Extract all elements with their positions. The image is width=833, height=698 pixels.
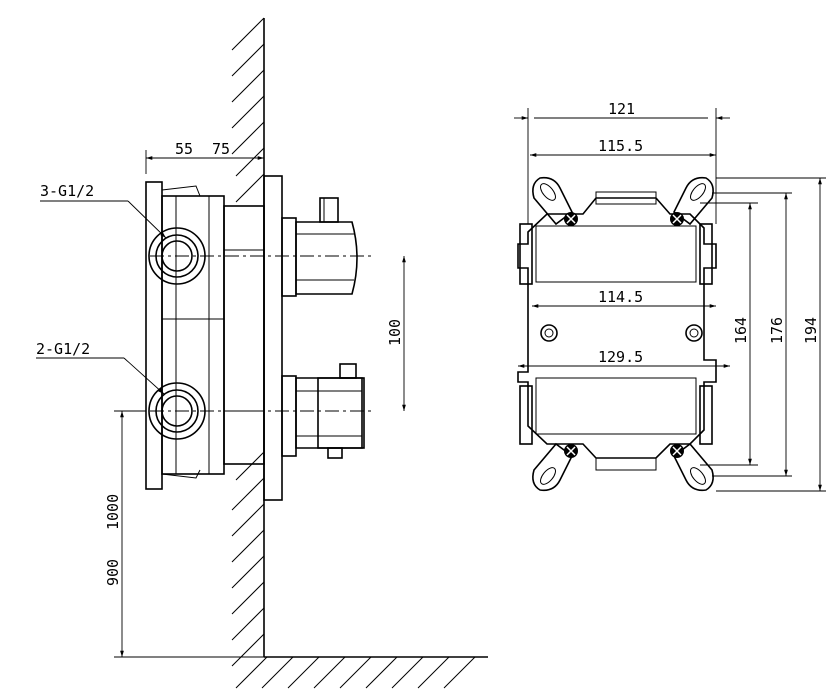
dim-h2: 176	[712, 192, 792, 477]
dim-mid-width: 114.5	[532, 288, 716, 308]
dim-height-a: 900	[104, 559, 122, 586]
lower-knob	[295, 363, 365, 459]
svg-text:176: 176	[768, 317, 786, 344]
screw-bottom-right	[670, 444, 684, 458]
svg-text:194: 194	[802, 317, 820, 344]
dim-lower-width: 129.5	[518, 348, 730, 368]
cover-plate	[263, 175, 283, 501]
svg-text:3-G1/2: 3-G1/2	[40, 182, 94, 200]
dim-depth-b: 75	[212, 140, 230, 158]
svg-text:164: 164	[732, 317, 750, 344]
upper-knob	[295, 197, 358, 295]
wall-hatching	[231, 17, 476, 689]
ear-top-left	[532, 176, 574, 226]
svg-text:121: 121	[608, 100, 635, 118]
dim-top-width: 115.5	[530, 137, 716, 157]
hole-right	[685, 324, 703, 342]
valve-body	[145, 181, 265, 490]
svg-text:114.5: 114.5	[598, 288, 643, 306]
mounting-plate	[517, 197, 717, 459]
dim-depth-a: 55	[175, 140, 193, 158]
dim-height-b: 1000	[104, 494, 122, 530]
dim-h1: 164	[700, 202, 758, 466]
port-label-bottom: 2-G1/2	[36, 340, 165, 395]
dim-outer-width: 121	[514, 100, 730, 224]
dim-port-spacing: 100	[386, 256, 406, 411]
svg-text:100: 100	[386, 319, 404, 346]
dim-depth: 55 75	[145, 140, 264, 174]
port-label-top: 3-G1/2	[40, 182, 167, 239]
screw-top-left	[564, 212, 578, 226]
hole-left	[540, 324, 558, 342]
front-view: 121 115.5 114.5 129.5 164 176	[514, 100, 826, 492]
svg-text:129.5: 129.5	[598, 348, 643, 366]
dim-height: 900 1000	[104, 410, 264, 658]
ear-bottom-left	[532, 442, 574, 492]
screw-top-right	[670, 212, 684, 226]
svg-text:2-G1/2: 2-G1/2	[36, 340, 90, 358]
wall	[231, 17, 488, 689]
svg-text:115.5: 115.5	[598, 137, 643, 155]
side-view: 55 75 3-G1/2 2-G1/2 100 900 1000	[36, 17, 488, 689]
dim-h3: 194	[716, 177, 826, 492]
screw-bottom-left	[564, 444, 578, 458]
